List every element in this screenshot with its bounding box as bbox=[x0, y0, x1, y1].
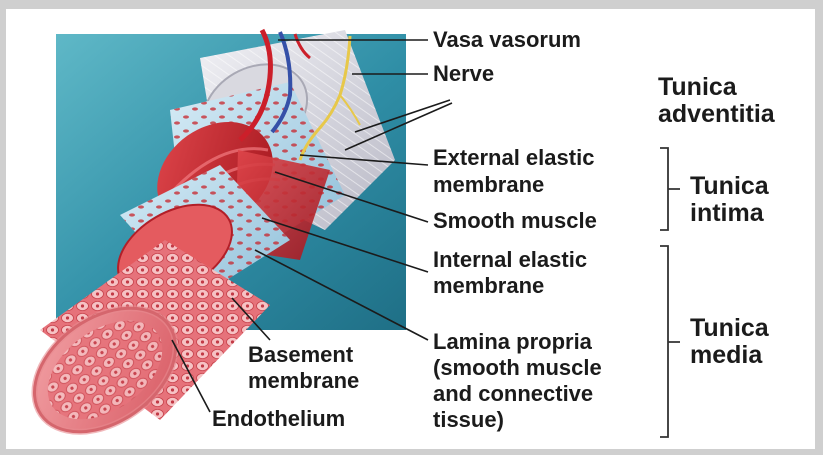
label-tunica-adventitia-2: adventitia bbox=[658, 100, 775, 128]
label-basement-membrane-1: Basement bbox=[248, 342, 353, 368]
label-tunica-intima-1: Tunica bbox=[690, 172, 769, 200]
label-endothelium: Endothelium bbox=[212, 406, 345, 432]
label-tunica-intima-2: intima bbox=[690, 199, 764, 227]
brackets bbox=[660, 148, 680, 437]
bracket-intima bbox=[660, 148, 680, 230]
label-internal-elastic-1: Internal elastic bbox=[433, 247, 587, 273]
label-basement-membrane-2: membrane bbox=[248, 368, 359, 394]
label-internal-elastic-2: membrane bbox=[433, 273, 544, 299]
bracket-media bbox=[660, 246, 680, 437]
label-lamina-propria-2: (smooth muscle bbox=[433, 355, 602, 381]
label-external-elastic-1: External elastic bbox=[433, 145, 594, 171]
label-lamina-propria-1: Lamina propria bbox=[433, 329, 592, 355]
label-tunica-adventitia-1: Tunica bbox=[658, 73, 737, 101]
label-tunica-media-2: media bbox=[690, 341, 762, 369]
label-vasa-vasorum: Vasa vasorum bbox=[433, 27, 581, 53]
label-lamina-propria-4: tissue) bbox=[433, 407, 504, 433]
label-tunica-media-1: Tunica bbox=[690, 314, 769, 342]
label-lamina-propria-3: and connective bbox=[433, 381, 593, 407]
label-nerve: Nerve bbox=[433, 61, 494, 87]
label-external-elastic-2: membrane bbox=[433, 172, 544, 198]
label-smooth-muscle: Smooth muscle bbox=[433, 208, 597, 234]
